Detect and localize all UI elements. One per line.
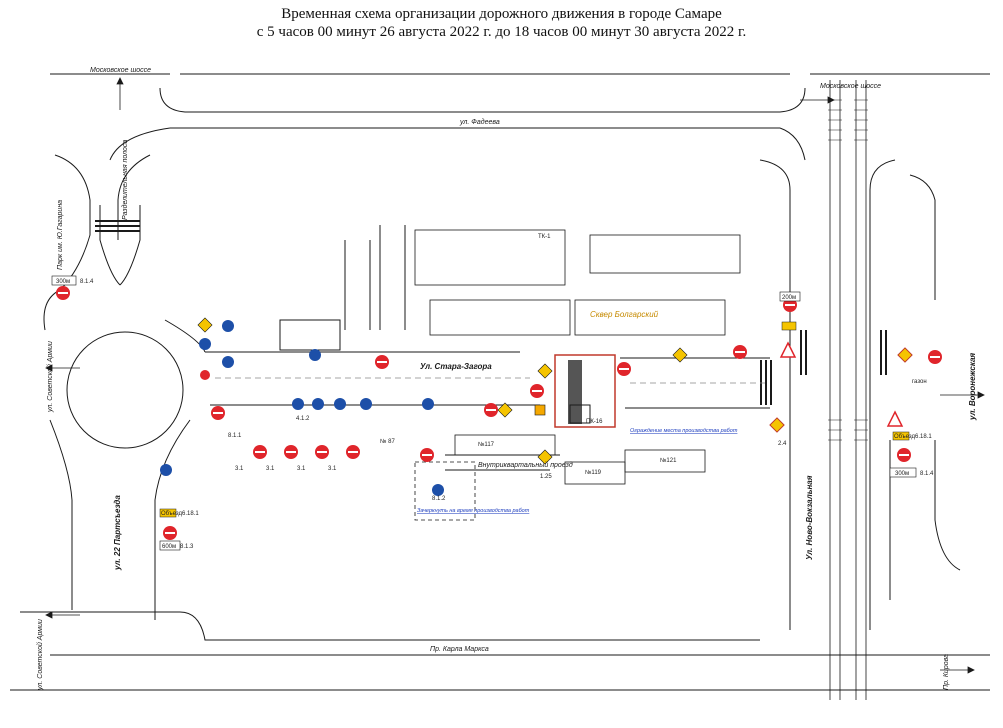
diagram-title: Временная схема организации дорожного дв…	[281, 6, 722, 22]
tram-sleepers	[828, 99, 868, 441]
sign-label-125: 1.25	[540, 474, 552, 480]
sign-label-814-left: 8.1.4	[80, 279, 94, 285]
work-zone	[554, 354, 616, 428]
street-novo-vokzalnaya: Ул. Ново-Вокзальная	[805, 475, 814, 560]
sign-label-31-b: 3.1	[266, 466, 275, 472]
sign-label-31-a: 3.1	[235, 466, 244, 472]
label-n117: №117	[478, 441, 495, 448]
note-zapret: Зачеркнуть на время производства работ	[417, 508, 530, 514]
street-moskovskoe-right: Московское шоссе	[820, 83, 881, 90]
sign-label-811: 8.1.1	[228, 433, 242, 439]
street-stara-zagora: Ул. Стара-Загора	[420, 362, 492, 371]
street-partsezda: ул. 22 Партсъезда	[113, 495, 122, 571]
sign-label-6181-right: 6.18.1	[915, 434, 932, 440]
street-kirova: Пр. Кирова	[943, 654, 950, 690]
prohibition-signs	[56, 286, 942, 540]
plate-200: 200м	[782, 295, 796, 301]
street-sov-armii: ул. Советской Армии	[46, 341, 54, 413]
label-n119: №119	[585, 469, 602, 476]
label-tk1: ТК-1	[538, 234, 551, 240]
square-block	[414, 229, 741, 521]
sign-label-31-d: 3.1	[328, 466, 337, 472]
direction-arrows	[45, 77, 985, 674]
street-park-gagarina: Парк им. Ю.Гагарина	[57, 200, 64, 270]
lane-markings	[215, 377, 765, 384]
label-n121: №121	[660, 457, 677, 464]
plate-300-left: 300м	[56, 279, 70, 285]
plate-300-right: 300м	[895, 471, 909, 477]
sign-label-31-c: 3.1	[297, 466, 306, 472]
street-vnutr-proezd: Внутриквартальный проезд	[478, 461, 573, 469]
plate-600: 600м	[162, 544, 176, 550]
crosswalks	[95, 220, 887, 405]
sign-label-6181-left: 6.18.1	[182, 511, 199, 517]
mandatory-signs	[160, 320, 444, 496]
street-voronezhskaya: ул. Воронежская	[968, 353, 977, 421]
label-skver: Сквер Болгарский	[590, 310, 659, 319]
plate-obiezd-left: Объезд	[161, 511, 182, 517]
diagram-subtitle: с 5 часов 00 минут 26 августа 2022 г. до…	[256, 24, 747, 40]
street-razdelitelnaya: Разделительная полоса	[121, 140, 129, 220]
note-work: Ограждение места производства работ	[630, 428, 738, 434]
sign-label-24: 2.4	[778, 441, 787, 447]
plate-obiezd-right: Объезд	[894, 434, 915, 440]
label-n87: № 87	[380, 438, 395, 445]
tram-tracks	[829, 80, 867, 700]
street-fadeeva: ул. Фадеева	[459, 118, 500, 126]
street-moskovskoe-left: Московское шоссе	[90, 67, 151, 74]
sign-label-813: 8.1.3	[180, 544, 194, 550]
label-pk16: ПК-16	[586, 419, 603, 425]
sign-label-412: 4.1.2	[296, 416, 310, 422]
sign-label-812: 8.1.2	[432, 496, 446, 502]
street-pr-karla-marksa: Пр. Карла Маркса	[430, 646, 489, 653]
street-sov-armii-bottom: ул. Советской Армии	[36, 619, 44, 691]
sign-label-814-right: 8.1.4	[920, 471, 934, 477]
label-gazon: газон	[912, 379, 927, 385]
distance-plates	[51, 275, 917, 551]
warning-signs	[159, 317, 913, 518]
road-outlines	[10, 73, 990, 691]
